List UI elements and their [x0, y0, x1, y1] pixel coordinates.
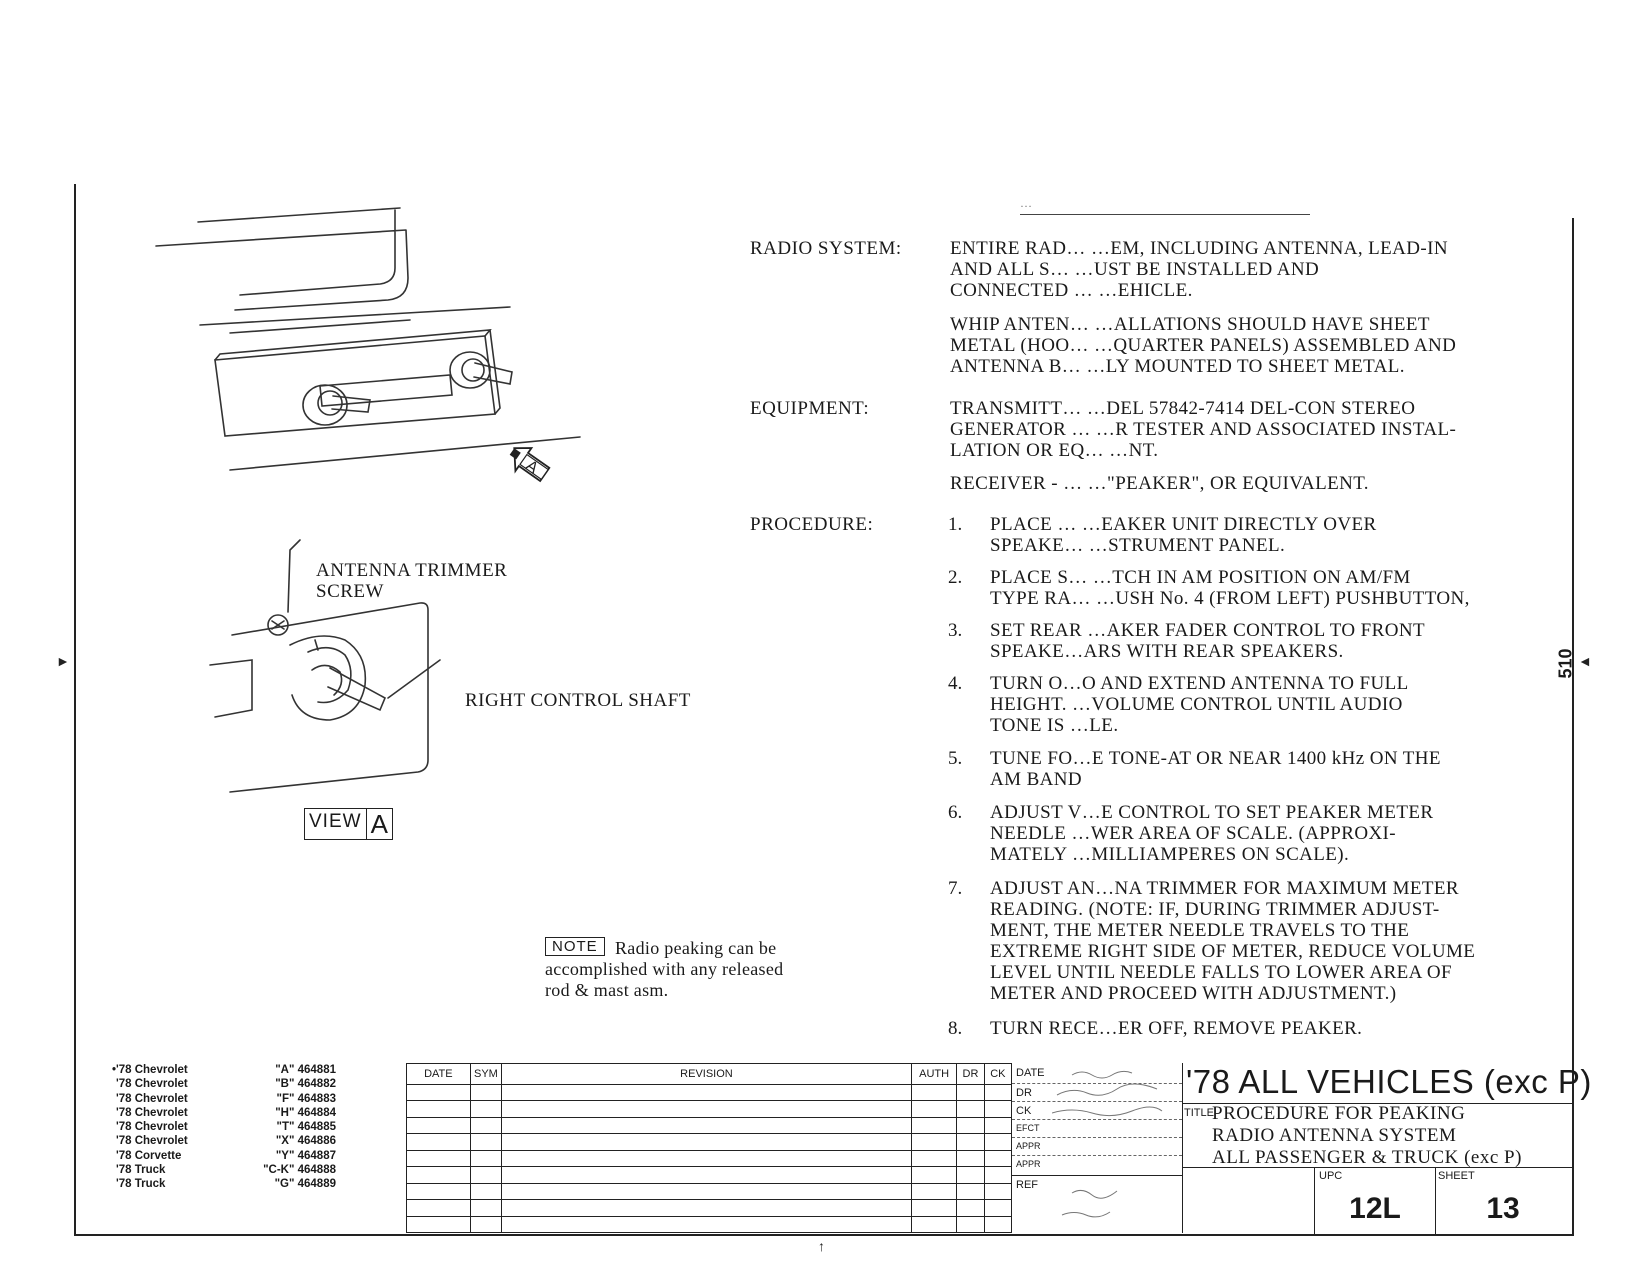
step-number: 8. — [948, 1018, 963, 1039]
revision-row — [406, 1116, 1013, 1135]
view-a-label: VIEW A — [304, 808, 393, 840]
step-number: 3. — [948, 620, 963, 641]
sheet-label: SHEET — [1438, 1170, 1475, 1182]
revision-row — [406, 1182, 1013, 1201]
border-right — [1572, 218, 1574, 1236]
model-row: '78 Chevrolet"X" 464886 — [116, 1135, 336, 1148]
approval-label-efct: EFCT — [1016, 1123, 1040, 1133]
revision-header-ck: CK — [983, 1063, 1013, 1085]
approval-label-appr: APPR — [1016, 1141, 1041, 1151]
step-text: SET REAR …AKER FADER CONTROL TO FRONT SP… — [990, 620, 1425, 662]
header-fragment: … — [1020, 196, 1310, 215]
procedure-label: PROCEDURE: — [750, 514, 874, 535]
view-label-word: VIEW — [305, 809, 367, 839]
step-text: ADJUST AN…NA TRIMMER FOR MAXIMUM METER R… — [990, 878, 1476, 1004]
step-text: PLACE S… …TCH IN AM POSITION ON AM/FM TY… — [990, 567, 1470, 609]
note-text: Radio peaking can be accomplished with a… — [545, 938, 784, 1000]
note-tag: NOTE — [545, 937, 605, 956]
bottom-registration-mark: ↑ — [818, 1240, 825, 1255]
revision-row — [406, 1215, 1013, 1233]
equipment-paragraph-2: RECEIVER - … …"PEAKER", OR EQUIVALENT. — [950, 473, 1369, 494]
sheet-cell: SHEET 13 — [1434, 1168, 1572, 1236]
model-row: '78 Chevrolet"B" 464882 — [116, 1078, 336, 1091]
revision-header-row: DATE SYM REVISION AUTH DR CK — [406, 1063, 1013, 1085]
vehicles-box: '78 ALL VEHICLES (exc P) — [1182, 1063, 1591, 1104]
step-number: 7. — [948, 878, 963, 899]
vehicles-label: '78 ALL VEHICLES (exc P) — [1186, 1063, 1592, 1100]
equipment-paragraph-1: TRANSMITT… …DEL 57842-7414 DEL-CON STERE… — [950, 398, 1457, 461]
revision-header-revision: REVISION — [501, 1063, 912, 1085]
revision-header-date: DATE — [406, 1063, 471, 1085]
step-text: TUNE FO…E TONE-AT OR NEAR 1400 kHz ON TH… — [990, 748, 1441, 790]
radio-system-paragraph-1: ENTIRE RAD… …EM, INCLUDING ANTENNA, LEAD… — [950, 238, 1448, 301]
step-number: 1. — [948, 514, 963, 535]
model-row: '78 Truck"G" 464889 — [116, 1178, 336, 1191]
step-text: ADJUST V…E CONTROL TO SET PEAKER METER N… — [990, 802, 1434, 865]
right-control-shaft-callout: RIGHT CONTROL SHAFT — [465, 690, 691, 711]
title-text: PROCEDURE FOR PEAKING RADIO ANTENNA SYST… — [1212, 1103, 1522, 1168]
approval-label-dr: DR — [1016, 1087, 1032, 1099]
left-registration-mark: ► — [56, 655, 70, 670]
border-bottom — [74, 1234, 1574, 1236]
upc-label: UPC — [1319, 1170, 1343, 1182]
title-area: TITLE PROCEDURE FOR PEAKING RADIO ANTENN… — [1182, 1103, 1572, 1168]
step-text: PLACE … …EAKER UNIT DIRECTLY OVER SPEAKE… — [990, 514, 1377, 556]
revision-header-dr: DR — [956, 1063, 985, 1085]
radio-system-label: RADIO SYSTEM: — [750, 238, 902, 259]
view-label-letter: A — [370, 809, 388, 839]
model-row: '78 Chevrolet"F" 464883 — [116, 1092, 336, 1105]
model-row: '78 Chevrolet"H" 464884 — [116, 1106, 336, 1119]
approval-column: DATE DR CK EFCT APPR APPR REF — [1012, 1063, 1183, 1233]
number-row: UPC 12L SHEET 13 — [1182, 1167, 1572, 1236]
model-row: •'78 Chevrolet"A" 464881 — [111, 1064, 336, 1076]
revision-header-auth: AUTH — [910, 1063, 958, 1085]
model-list: •'78 Chevrolet"A" 464881 '78 Chevrolet"B… — [104, 1063, 336, 1192]
revision-row — [406, 1149, 1013, 1168]
revision-row — [406, 1083, 1013, 1102]
approval-signatures — [1052, 1070, 1163, 1218]
step-number: 2. — [948, 567, 963, 588]
revision-table: DATE SYM REVISION AUTH DR CK — [406, 1063, 1013, 1233]
view-a-arrow-icon: A — [509, 447, 551, 483]
revision-header-sym: SYM — [469, 1063, 503, 1085]
equipment-label: EQUIPMENT: — [750, 398, 870, 419]
model-row: '78 Truck"C-K" 464888 — [116, 1164, 336, 1177]
step-number: 4. — [948, 673, 963, 694]
note-block: NOTE — [545, 937, 875, 956]
radio-installation-diagram: A — [155, 207, 581, 793]
revision-row — [406, 1166, 1013, 1184]
approval-label-ck: CK — [1016, 1105, 1032, 1117]
title-label: TITLE — [1184, 1107, 1214, 1119]
sheet-value: 13 — [1486, 1192, 1520, 1225]
revision-row — [406, 1199, 1013, 1217]
antenna-trimmer-callout: ANTENNA TRIMMER SCREW — [316, 560, 508, 602]
step-text: TURN RECE…ER OFF, REMOVE PEAKER. — [990, 1018, 1363, 1039]
approval-label-date: DATE — [1016, 1067, 1045, 1079]
border-left — [74, 184, 76, 1236]
right-registration-mark: ◄ — [1578, 655, 1592, 670]
step-number: 5. — [948, 748, 963, 769]
upc-cell: UPC 12L — [1314, 1168, 1436, 1236]
approval-label-ref: REF — [1016, 1179, 1038, 1191]
revision-row — [406, 1100, 1013, 1118]
step-number: 6. — [948, 802, 963, 823]
radio-system-paragraph-2: WHIP ANTEN… …ALLATIONS SHOULD HAVE SHEET… — [950, 314, 1457, 377]
step-text: TURN O…O AND EXTEND ANTENNA TO FULL HEIG… — [990, 673, 1409, 736]
upc-value: 12L — [1349, 1192, 1401, 1225]
model-row: '78 Corvette"Y" 464887 — [116, 1149, 336, 1162]
revision-row — [406, 1133, 1013, 1151]
model-row: '78 Chevrolet"T" 464885 — [116, 1121, 336, 1134]
approval-label-appr-2: APPR — [1016, 1159, 1041, 1169]
